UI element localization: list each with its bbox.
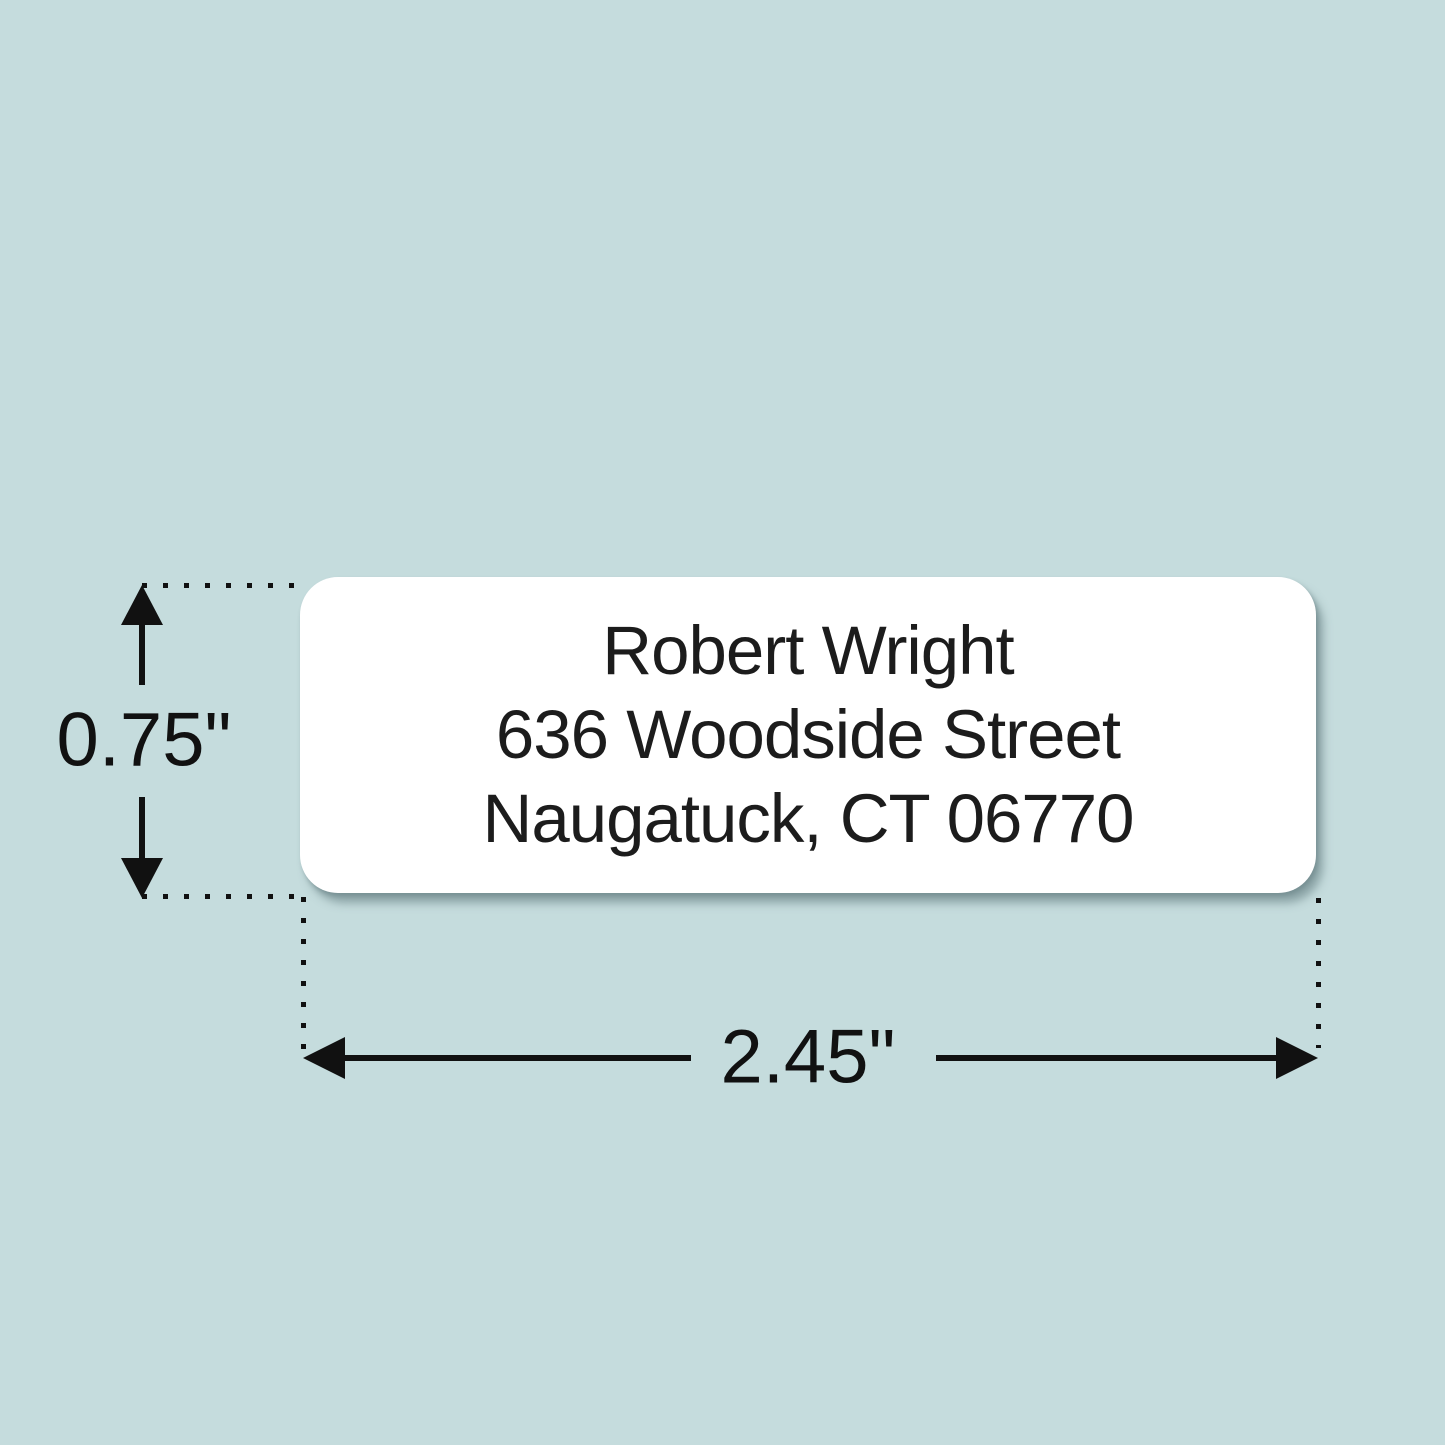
arrow-left-icon [303, 1037, 345, 1079]
dotted-guide-top [142, 583, 302, 588]
arrow-down-shaft [139, 797, 145, 859]
height-dimension-label: 0.75" [56, 697, 232, 783]
address-label: Robert Wright 636 Woodside Street Naugat… [300, 577, 1316, 893]
arrow-right-icon [1276, 1037, 1318, 1079]
width-dimension-label: 2.45" [720, 1014, 896, 1100]
address-street: 636 Woodside Street [495, 696, 1121, 773]
arrow-right-shaft [936, 1055, 1278, 1061]
arrow-up-icon [121, 585, 163, 625]
arrow-down-icon [121, 858, 163, 898]
arrow-left-shaft [345, 1055, 691, 1061]
dotted-guide-left [301, 897, 306, 1049]
address-city-state-zip: Naugatuck, CT 06770 [482, 780, 1135, 857]
address-name: Robert Wright [602, 612, 1014, 689]
arrow-up-shaft [139, 623, 145, 685]
dotted-guide-right [1316, 898, 1321, 1048]
dotted-guide-bottom [142, 894, 309, 899]
